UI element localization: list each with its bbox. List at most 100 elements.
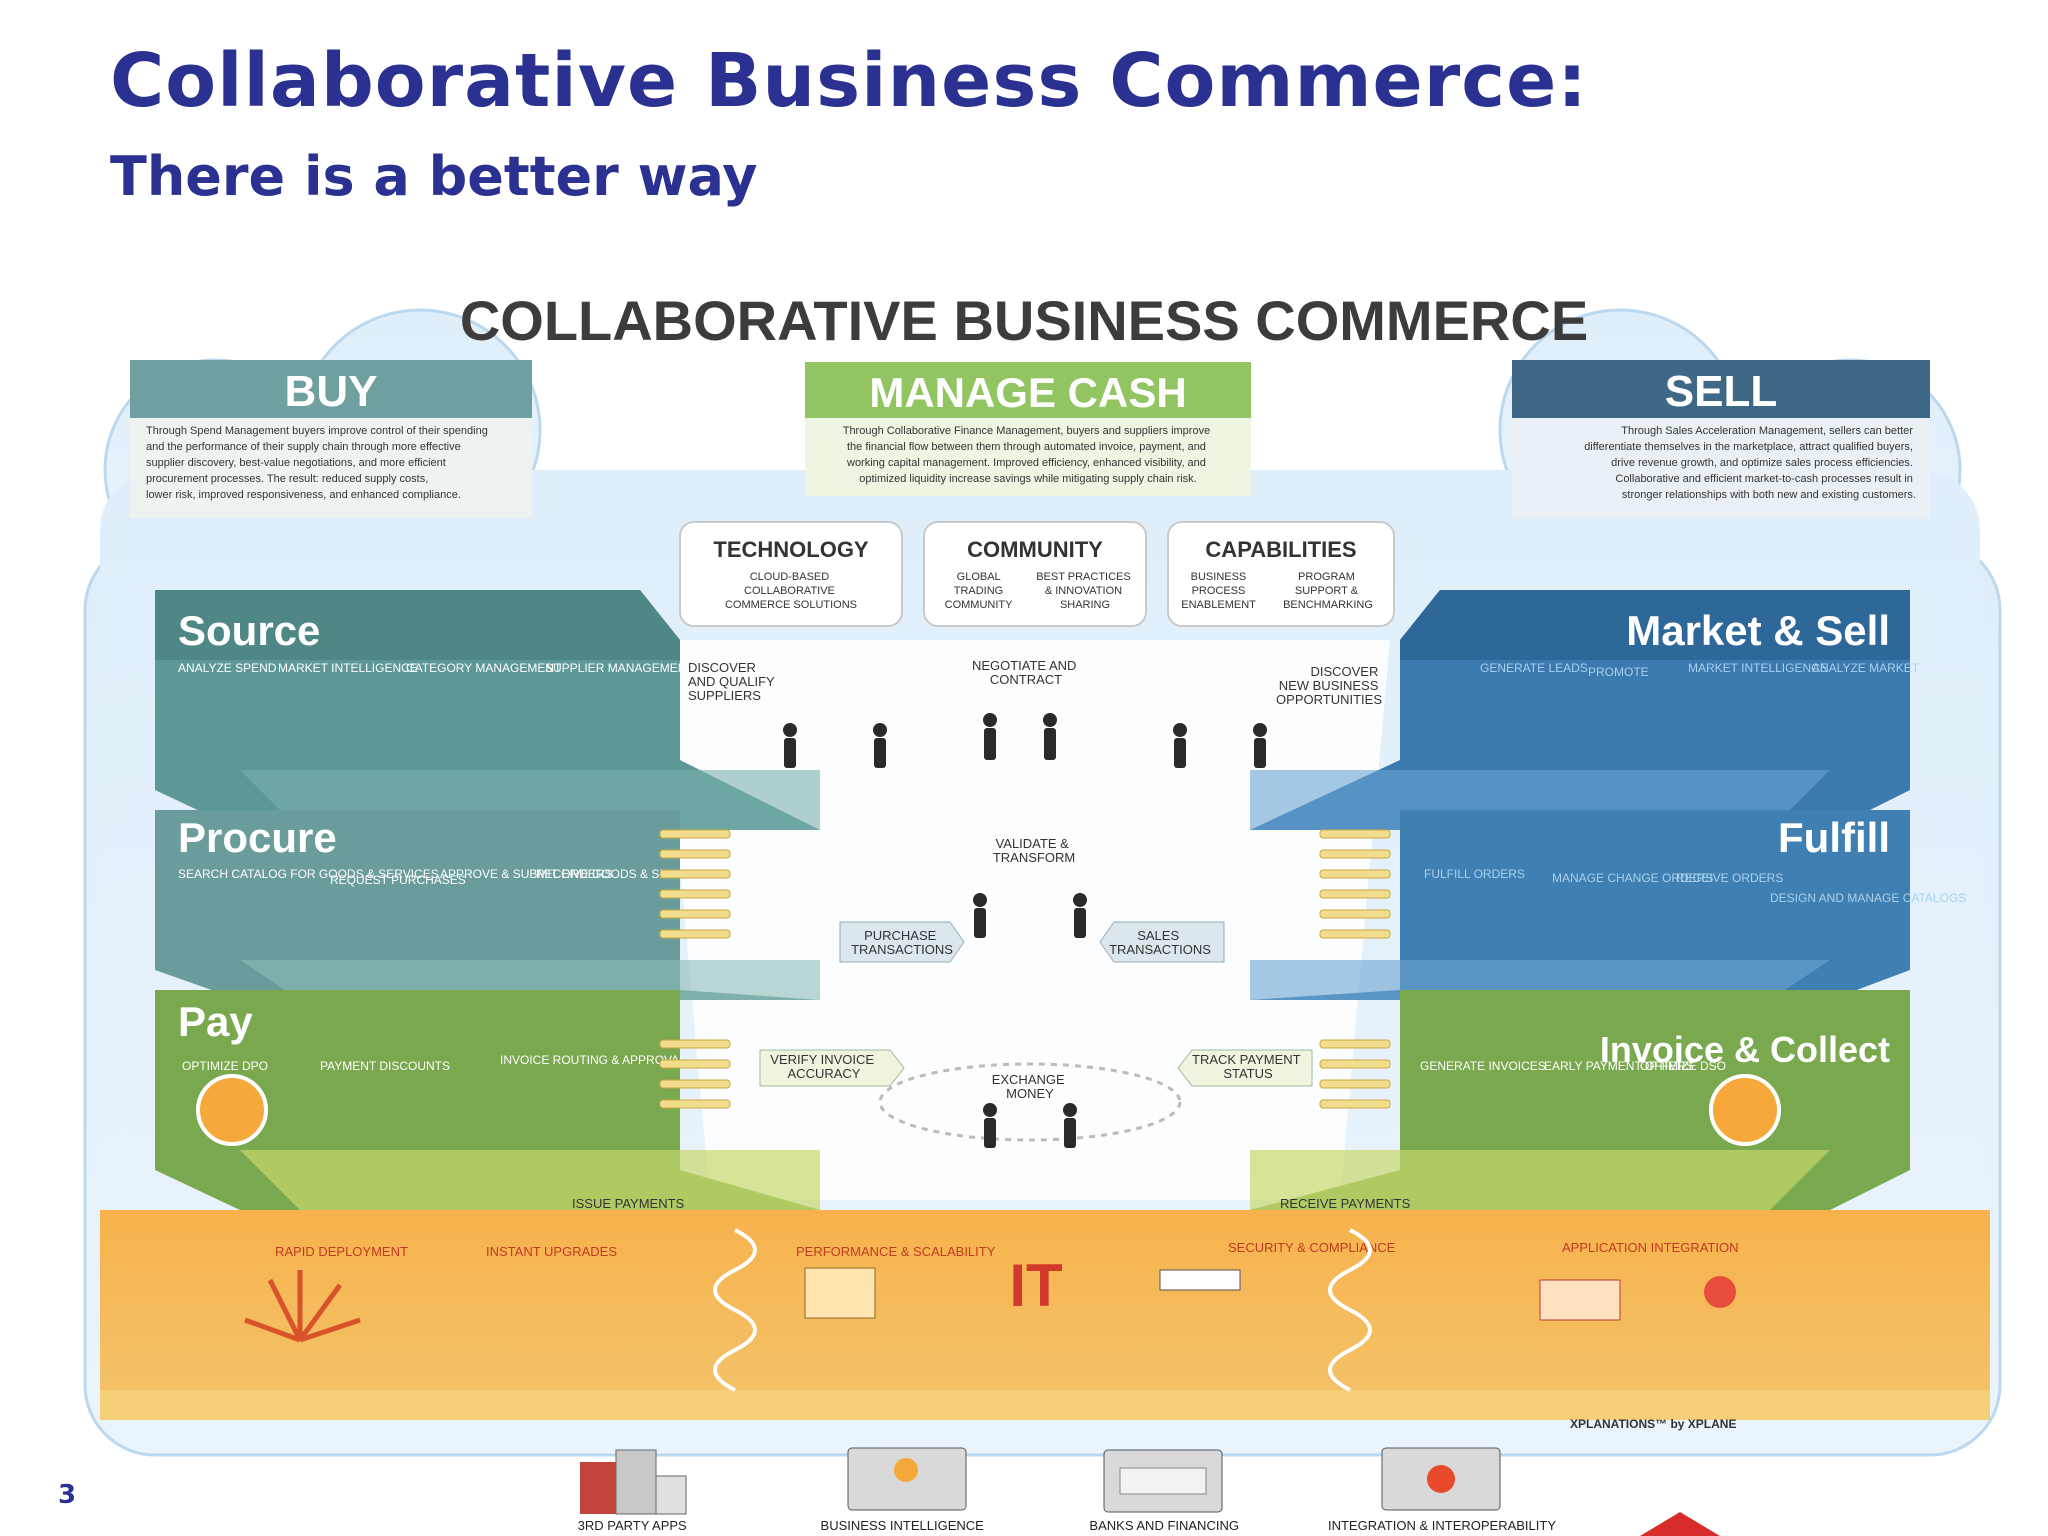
buy-heading: BUY [285, 367, 378, 416]
tier-task: SUPPLIER MANAGEMENT [545, 661, 694, 675]
buy-body-line: supplier discovery, best-value negotiati… [146, 457, 446, 469]
center-label: VERIFY INVOICE [770, 1052, 874, 1067]
sell-body-line: drive revenue growth, and optimize sales… [1611, 457, 1913, 469]
people-figures [783, 713, 1267, 1148]
center-label: TRANSACTIONS [851, 942, 953, 957]
svg-text:DISCOVER NEW BUSINESS: DISCOVER NEW BUSINESS OPPORTUNITIES [1276, 664, 1382, 707]
tier-task: ANALYZE SPEND [178, 661, 277, 675]
receive-payments-label: RECEIVE PAYMENTS [1280, 1196, 1411, 1211]
center-label: EXCHANGE [992, 1072, 1065, 1087]
left-stairs [659, 829, 731, 1109]
tier-market-sell: Market & Sell GENERATE LEADS PROMOTE MAR… [1250, 590, 1920, 830]
dso-dial-icon [1709, 1074, 1781, 1146]
tier-name: Source [178, 607, 320, 654]
pillar-community: COMMUNITY GLOBAL TRADING COMMUNITY BEST … [923, 521, 1147, 627]
foundation-label: BUSINESS INTELLIGENCE [821, 1518, 985, 1533]
foundation-row: 3RD PARTY APPS BUSINESS INTELLIGENCE BAN… [578, 1447, 1720, 1536]
integration-interoperability-icon [1381, 1447, 1501, 1511]
svg-text:Through Sales Acceleration Man: Through Sales Acceleration Management, s… [1584, 425, 1916, 501]
tier-name: Invoice & Collect [1600, 1029, 1890, 1070]
center-label: VALIDATE & [996, 836, 1070, 851]
pillar-item-line: TRADING [954, 585, 1004, 597]
issue-payments-label: ISSUE PAYMENTS [572, 1196, 685, 1211]
buy-column: BUY Through Spend Management buyers impr… [130, 360, 532, 518]
svg-text:SALES TRANSACTIONS: SALES TRANSACTIONS [1109, 928, 1211, 957]
center-label: OPPORTUNITIES [1276, 692, 1382, 707]
pillar-item-line: BENCHMARKING [1283, 599, 1373, 611]
dpo-dial-icon [196, 1074, 268, 1146]
svg-text:ANALYZE SPEND MARKET INT: ANALYZE SPEND MARKET INTELLIGENCE CATEGO… [178, 661, 694, 675]
sell-body-line: Through Sales Acceleration Management, s… [1621, 425, 1913, 437]
svg-text:RAPID DEPLOYMENT INSTANT: RAPID DEPLOYMENT INSTANT UPGRADES PERFOR… [275, 1240, 1738, 1259]
pillar-title: TECHNOLOGY [713, 537, 869, 562]
buy-body-line: and the performance of their supply chai… [146, 441, 461, 453]
manage-cash-body-line: Through Collaborative Finance Management… [843, 425, 1210, 437]
pillar-item-line: SHARING [1060, 599, 1110, 611]
pillar-capabilities: CAPABILITIES BUSINESS PROCESS ENABLEMENT… [1167, 521, 1395, 627]
pillar-technology: TECHNOLOGY CLOUD-BASED COLLABORATIVE COM… [679, 521, 903, 627]
svg-text:3RD PARTY APPS BUSINESS: 3RD PARTY APPS BUSINESS INTELLIGENCE BAN… [578, 1518, 1557, 1533]
pillar-item-line: COLLABORATIVE [744, 585, 835, 597]
center-label: TRACK PAYMENT [1192, 1052, 1301, 1067]
tier-task: APPROVE & SUBMIT ORDERS [440, 867, 612, 881]
pillar-item-line: BEST PRACTICES [1036, 571, 1131, 583]
foundation-label: BANKS AND FINANCING [1089, 1518, 1239, 1533]
it-item: RAPID DEPLOYMENT [275, 1244, 408, 1259]
pillar-item-line: BUSINESS [1191, 571, 1247, 583]
exchange-money-loop [878, 1062, 1182, 1142]
svg-text:PURCHASE TRANSACTIONS: PURCHASE TRANSACTIONS [851, 928, 953, 957]
xplanations-credit: XPLANATIONS™ by XPLANE [1570, 1417, 1736, 1431]
center-label: STATUS [1223, 1066, 1273, 1081]
svg-text:FULFILL ORDERS MANAGE CH: FULFILL ORDERS MANAGE CHANGE ORDERS RECE… [1424, 867, 1966, 905]
svg-text:EXCHANGE MONEY: EXCHANGE MONEY [992, 1072, 1069, 1101]
manage-cash-column: MANAGE CASH Through Collaborative Financ… [805, 362, 1251, 496]
app-integration-icon [1539, 1279, 1621, 1321]
business-intelligence-icon [847, 1447, 967, 1511]
svg-text:NEGOTIATE AND CONTRACT: NEGOTIATE AND CONTRACT [972, 658, 1080, 687]
center-label: NEW BUSINESS [1279, 678, 1379, 693]
performance-grid-icon [804, 1267, 876, 1319]
manage-cash-body-line: working capital management. Improved eff… [846, 457, 1206, 469]
tier-name: Pay [178, 998, 253, 1045]
sell-heading: SELL [1665, 367, 1777, 416]
manage-cash-heading: MANAGE CASH [869, 369, 1186, 416]
center-label: ACCURACY [788, 1066, 861, 1081]
svg-text:OPTIMIZE DPO PAYMENT DIS: OPTIMIZE DPO PAYMENT DISCOUNTS INVOICE R… [182, 1053, 686, 1073]
tier-task: RECEIVE ORDERS [1676, 871, 1783, 885]
third-party-apps-icon [580, 1449, 687, 1515]
sell-body-line: stronger relationships with both new and… [1622, 489, 1916, 501]
spiral-stairs-icon [713, 1228, 1372, 1392]
tier-task: ANALYZE MARKET [1812, 661, 1920, 675]
tier-task: SEARCH CATALOG FOR GOODS & SERVICES [178, 867, 439, 881]
center-label: TRANSFORM [993, 850, 1075, 865]
slide-number: 3 [58, 1480, 77, 1510]
tier-task: GENERATE LEADS [1480, 661, 1588, 675]
verify-invoice-arrow: VERIFY INVOICE ACCURACY [759, 1049, 905, 1087]
buy-body-line: procurement processes. The result: reduc… [146, 473, 428, 485]
pillar-item-line: GLOBAL [957, 571, 1001, 583]
banks-financing-icon [1103, 1449, 1223, 1513]
tier-task: PROMOTE [1588, 665, 1649, 679]
purchase-transactions-arrow: PURCHASE TRANSACTIONS [839, 921, 965, 963]
center-label: NEGOTIATE AND [972, 658, 1077, 673]
svg-text:BUSINESS PROCESS E: BUSINESS PROCESS ENABLEMENT PROGRAM SUPP… [1181, 571, 1373, 611]
security-terminal-icon [1159, 1269, 1241, 1291]
pillar-item-line: COMMERCE SOLUTIONS [725, 599, 857, 611]
foundation-label: INTEGRATION & INTEROPERABILITY [1328, 1518, 1556, 1533]
tier-task: GENERATE INVOICES [1420, 1059, 1546, 1073]
svg-text:GENERATE INVOICES EARLY: GENERATE INVOICES EARLY PAYMENT OFFERS O… [1420, 1059, 1726, 1073]
pillar-item-line: COMMUNITY [945, 599, 1013, 611]
svg-text:Through Collaborative Finance: Through Collaborative Finance Management… [843, 425, 1214, 485]
slide-subtitle: There is a better way [110, 145, 758, 208]
tier-task: OPTIMIZE DPO [182, 1059, 268, 1073]
center-label: MONEY [1006, 1086, 1054, 1101]
center-label: TRANSACTIONS [1109, 942, 1211, 957]
tier-task: EARLY PAYMENT OFFERS [1544, 1059, 1694, 1073]
center-label: DISCOVER [688, 660, 756, 675]
it-layer: IT RAPID DEPLOYMENT INSTANT UPGRADES PER… [100, 1210, 1990, 1420]
foundation-label: 3RD PARTY APPS [578, 1518, 687, 1533]
pillar-item-line: CLOUD-BASED [750, 571, 830, 583]
buy-body-line: lower risk, improved responsiveness, and… [146, 489, 461, 501]
svg-text:VERIFY INVOICE ACCURACY: VERIFY INVOICE ACCURACY [770, 1052, 877, 1081]
sell-body-line: differentiate themselves in the marketpl… [1584, 441, 1913, 453]
